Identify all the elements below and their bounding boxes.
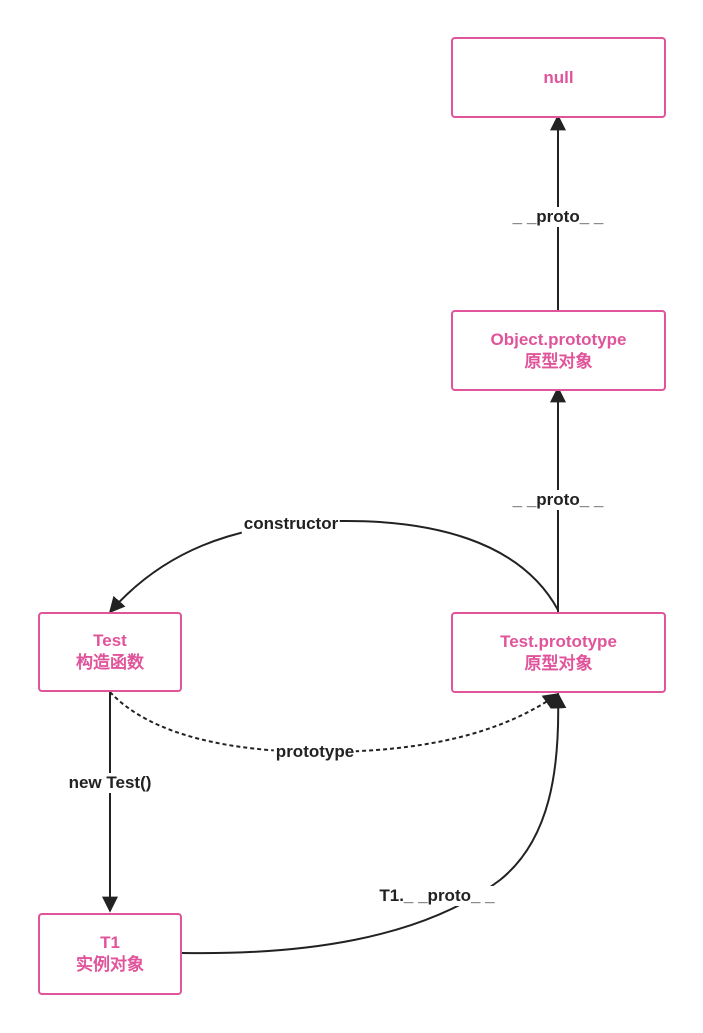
edge-label-constructor: constructor — [241, 514, 341, 534]
edge-label-new-test: new Test() — [66, 773, 154, 793]
object-prototype-label: Object.prototype — [490, 329, 627, 349]
edge-label-prototype: prototype — [273, 742, 357, 762]
test-constructor-node: Test 构造函数 — [38, 612, 182, 692]
test-constructor-sublabel: 构造函数 — [76, 653, 144, 672]
null-node-label: null — [543, 67, 574, 87]
edge-label-testproto-to-objproto: _ _proto_ _ — [510, 490, 606, 510]
t1-instance-node: T1 实例对象 — [38, 913, 182, 995]
test-prototype-sublabel: 原型对象 — [524, 653, 593, 673]
edge-constructor — [108, 519, 559, 614]
t1-instance-label: T1 — [100, 933, 120, 952]
test-prototype-label: Test.prototype — [500, 631, 617, 651]
t1-instance-sublabel: 实例对象 — [76, 955, 144, 974]
edge-prototype — [109, 691, 560, 754]
null-node: null — [451, 37, 666, 118]
test-prototype-node: Test.prototype 原型对象 — [451, 612, 666, 693]
object-prototype-sublabel: 原型对象 — [524, 351, 593, 371]
object-prototype-node: Object.prototype 原型对象 — [451, 310, 666, 391]
test-constructor-label: Test — [93, 631, 127, 650]
edge-label-objproto-to-null: _ _proto_ _ — [510, 207, 606, 227]
edge-label-t1-proto: T1._ _proto_ _ — [377, 886, 497, 906]
edge-t1-proto — [181, 692, 567, 955]
